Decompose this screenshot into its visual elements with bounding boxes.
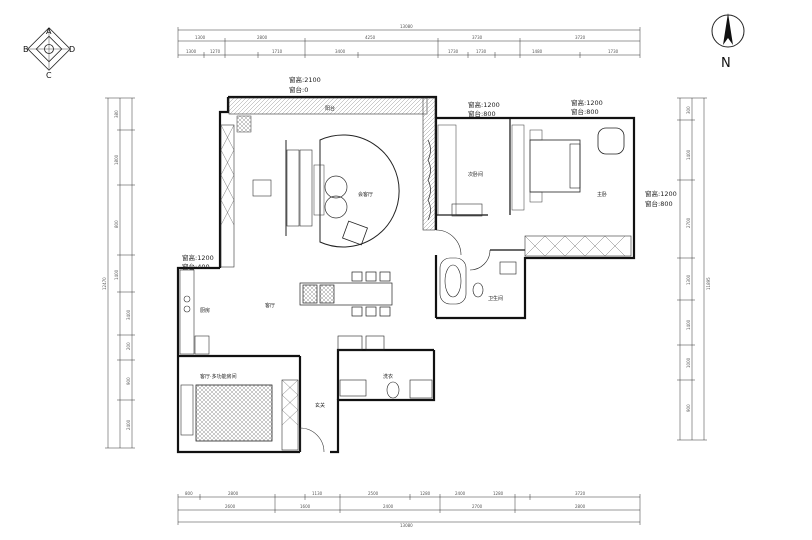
- dim-bot-r2-1: 1600: [300, 504, 311, 509]
- multi-room: 客厅·多功能房间: [180, 373, 299, 451]
- compass-label-c: C: [46, 71, 52, 80]
- win-master-top-h: 窗高:1200: [571, 98, 603, 107]
- dim-top-r2-3: 3400: [335, 49, 346, 54]
- master-bedroom: 主卧: [511, 124, 632, 257]
- dim-right-total: 11895: [706, 277, 711, 290]
- dim-right-3: 1300: [686, 274, 691, 285]
- dim-top-r2-0: 1300: [186, 49, 197, 54]
- dim-left-6: 900: [126, 377, 131, 385]
- dim-bot-r1-5: 2400: [455, 491, 466, 496]
- dim-left-5: 200: [126, 342, 131, 350]
- win-top-h: 窗高:2100: [289, 75, 321, 84]
- dim-right-1: 1400: [686, 149, 691, 160]
- dim-top-r1-2: 4250: [365, 35, 376, 40]
- north-arrow: N: [711, 13, 745, 71]
- dim-bot-r2-0: 2600: [225, 504, 236, 509]
- curtain: [427, 139, 431, 221]
- dim-left-total: 12470: [102, 277, 107, 290]
- dim-left-3: 1400: [114, 269, 119, 280]
- left-cabinet-lines: [220, 124, 235, 226]
- dim-top-r2-7: 1730: [608, 49, 619, 54]
- bath-area: [337, 335, 433, 399]
- room-entry: 玄关: [315, 402, 325, 409]
- dim-bot-r1-2: 1130: [312, 491, 323, 496]
- compass-rose: A B C D: [23, 27, 75, 80]
- dim-bot-r2-3: 2700: [472, 504, 483, 509]
- dim-bot-r1-1: 2800: [228, 491, 239, 496]
- dim-bot-r2-4: 2800: [575, 504, 586, 509]
- entry-door: [299, 427, 325, 453]
- dim-left-4: 3400: [126, 309, 131, 320]
- win-master-right-h: 窗高:1200: [645, 189, 677, 198]
- dim-top-r2-1: 1270: [210, 49, 221, 54]
- room-bath: 卫生间: [488, 295, 503, 302]
- dim-top-r1-0: 1300: [195, 35, 206, 40]
- dim-right-5: 1000: [686, 357, 691, 368]
- room-balcony: 阳台: [325, 105, 335, 112]
- room-living: 客厅: [265, 302, 275, 309]
- kitchen: 厨房: [179, 269, 210, 355]
- right-dimensions: [677, 97, 707, 441]
- dim-left-0: 380: [114, 110, 119, 118]
- dim-top-r2-4: 1730: [448, 49, 459, 54]
- north-label: N: [721, 56, 731, 71]
- left-cabinet: [220, 124, 235, 268]
- win-kitchen-sill: 窗台:400: [182, 262, 210, 271]
- dim-top-r1-1: 2800: [257, 35, 268, 40]
- dim-top-r2-2: 1710: [272, 49, 283, 54]
- dim-top-r2-5: 1730: [476, 49, 487, 54]
- dim-top-total: 13080: [400, 24, 413, 29]
- tea-room: 会客厅: [252, 134, 400, 248]
- dim-top-r1-3: 3730: [472, 35, 483, 40]
- room-laundry: 洗衣: [383, 373, 393, 380]
- dim-left-7: 2400: [126, 419, 131, 430]
- room-tea: 会客厅: [358, 191, 373, 198]
- balcony-planter: [236, 115, 252, 133]
- dim-bot-r1-0: 800: [185, 491, 193, 496]
- room-multi: 客厅·多功能房间: [200, 373, 237, 380]
- left-dimensions: [105, 97, 135, 449]
- room-bedroom2: 次卧间: [468, 171, 483, 178]
- dim-top-r1-4: 3720: [575, 35, 586, 40]
- dim-left-2: 800: [114, 220, 119, 228]
- compass-label-d: D: [69, 45, 75, 54]
- win-bed2-h: 窗高:1200: [468, 100, 500, 109]
- win-kitchen-h: 窗高:1200: [182, 253, 214, 262]
- dim-left-1: 1800: [114, 154, 119, 165]
- dim-right-0: 300: [686, 106, 691, 114]
- room-master: 主卧: [597, 191, 607, 198]
- compass-label-a: A: [46, 27, 52, 36]
- win-top-sill: 窗台:0: [289, 85, 308, 94]
- dim-bot-r2-2: 2400: [383, 504, 394, 509]
- bedroom2: 次卧间: [437, 124, 483, 217]
- room-kitchen: 厨房: [200, 307, 210, 314]
- win-master-right-sill: 窗台:800: [645, 199, 673, 208]
- dim-bot-total: 13080: [400, 523, 413, 528]
- dim-top-r2-6: 1480: [532, 49, 543, 54]
- dim-right-6: 900: [686, 404, 691, 412]
- dim-bot-r1-6: 1280: [493, 491, 504, 496]
- dim-right-2: 2700: [686, 217, 691, 228]
- bathroom-mid: [435, 229, 517, 305]
- compass-label-b: B: [23, 45, 29, 54]
- win-bed2-sill: 窗台:800: [468, 109, 496, 118]
- bottom-dimensions: [177, 494, 641, 525]
- dining-set: [299, 271, 393, 317]
- walls: [176, 95, 636, 454]
- dim-right-4: 1400: [686, 319, 691, 330]
- win-master-top-sill: 窗台:800: [571, 107, 599, 116]
- balcony-side: [422, 97, 436, 231]
- top-dimensions: [177, 27, 641, 58]
- dim-bot-r1-7: 3720: [575, 491, 586, 496]
- dim-bot-r1-3: 2500: [368, 491, 379, 496]
- dim-bot-r1-4: 1280: [420, 491, 431, 496]
